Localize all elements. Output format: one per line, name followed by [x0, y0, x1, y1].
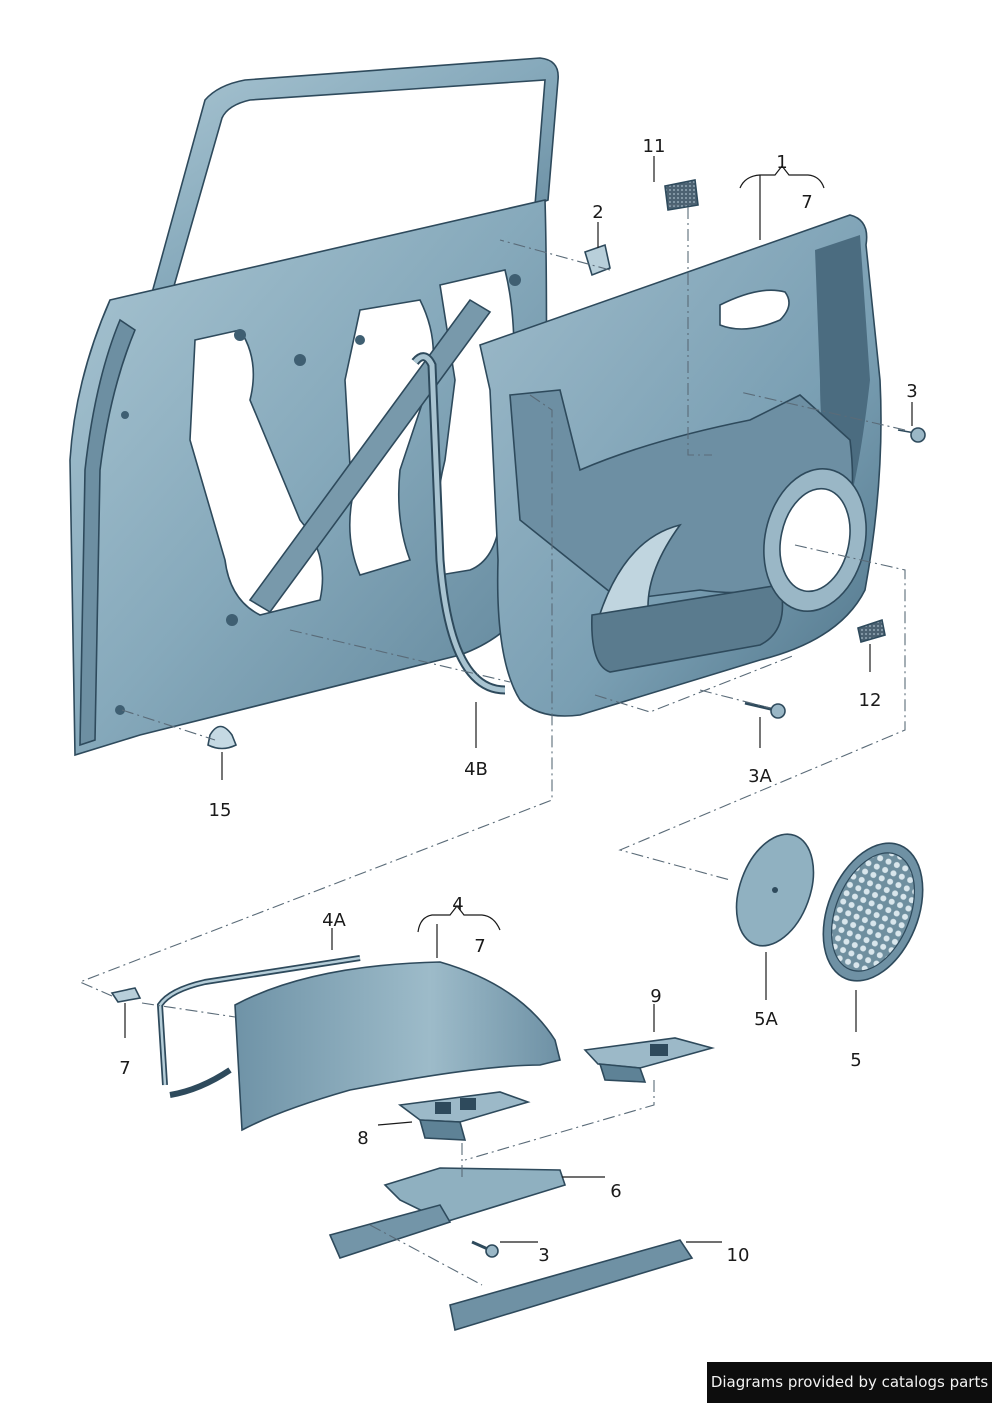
- label-4B: 4B: [464, 759, 488, 780]
- label-6: 6: [610, 1181, 621, 1202]
- switch-8: [397, 1091, 531, 1141]
- footer-credit-badge: Diagrams provided by catalogs parts: [707, 1362, 992, 1403]
- pad-11: [664, 179, 699, 211]
- label-4-sub: 7: [474, 936, 485, 957]
- label-4A: 4A: [322, 910, 346, 931]
- label-12: 12: [859, 690, 882, 711]
- label-7-left: 7: [119, 1058, 130, 1079]
- footer-credit-text: Diagrams provided by catalogs parts: [710, 1373, 989, 1391]
- label-15: 15: [209, 800, 232, 821]
- speaker-ring-5A: [735, 833, 815, 947]
- label-1-sub: 7: [801, 192, 812, 213]
- trim-strip-10: [449, 1239, 694, 1332]
- switch-9: [583, 1037, 716, 1083]
- label-5: 5: [850, 1050, 861, 1071]
- screw-3-top: [897, 427, 926, 443]
- label-3-top: 3: [906, 381, 917, 402]
- clip-2: [584, 243, 611, 277]
- label-5A: 5A: [754, 1009, 778, 1030]
- dashed-guides: [78, 204, 906, 1286]
- screw-3-bottom: [471, 1240, 499, 1258]
- label-4: 4: [452, 894, 463, 915]
- grommet-15: [207, 725, 238, 750]
- label-1: 1: [776, 152, 787, 173]
- screw-3A: [744, 701, 786, 719]
- armrest-bracket-6: [328, 1167, 567, 1259]
- label-11: 11: [643, 136, 666, 157]
- speaker-grille-5: [822, 842, 924, 982]
- label-3A: 3A: [748, 766, 772, 787]
- label-9: 9: [650, 986, 661, 1007]
- label-3-bottom: 3: [538, 1245, 549, 1266]
- label-10: 10: [727, 1245, 750, 1266]
- door-shell: [69, 57, 559, 757]
- clip-7-left: [110, 987, 142, 1003]
- door-trim-panel: [479, 214, 882, 717]
- label-2: 2: [592, 202, 603, 223]
- armrest-cover-4: [234, 961, 561, 1132]
- label-8: 8: [357, 1128, 368, 1149]
- leader-lines: [124, 156, 913, 1243]
- pad-12: [857, 618, 886, 644]
